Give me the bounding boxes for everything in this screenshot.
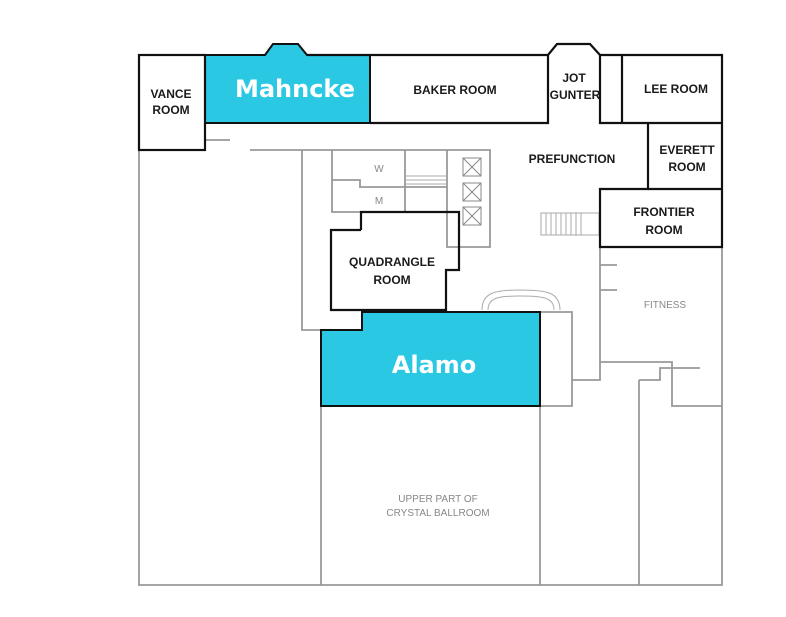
jot-gunter-label-2: GUNTER [550, 88, 601, 102]
quadrangle-room-label-2: ROOM [373, 273, 410, 287]
alamo-room-fill[interactable] [320, 311, 541, 407]
vance-room-label-2: ROOM [152, 103, 189, 117]
stairs [406, 175, 600, 311]
mahncke-room-label: Mahncke [235, 75, 355, 103]
elevators [462, 157, 482, 226]
primary-walls [137, 42, 724, 312]
lee-room-label: LEE ROOM [644, 82, 708, 96]
vance-room-label: VANCE [150, 87, 191, 101]
everett-room-label: EVERETT [659, 143, 715, 157]
alamo-room-label: Alamo [392, 351, 477, 379]
womens-restroom-label: W [374, 164, 384, 175]
baker-room-label: BAKER ROOM [413, 83, 496, 97]
everett-room-label-2: ROOM [668, 160, 705, 174]
jot-gunter-label: JOT [562, 71, 586, 85]
ballroom-label-2: CRYSTAL BALLROOM [386, 508, 489, 519]
quadrangle-room-label: QUADRANGLE [349, 255, 435, 269]
fitness-label: FITNESS [644, 300, 687, 311]
frontier-room-label: FRONTIER [633, 205, 695, 219]
frontier-room-label-2: ROOM [645, 223, 682, 237]
prefunction-label: PREFUNCTION [529, 152, 616, 166]
secondary-walls [138, 139, 723, 586]
mens-restroom-label: M [375, 196, 383, 207]
ballroom-label: UPPER PART OF [398, 494, 477, 505]
